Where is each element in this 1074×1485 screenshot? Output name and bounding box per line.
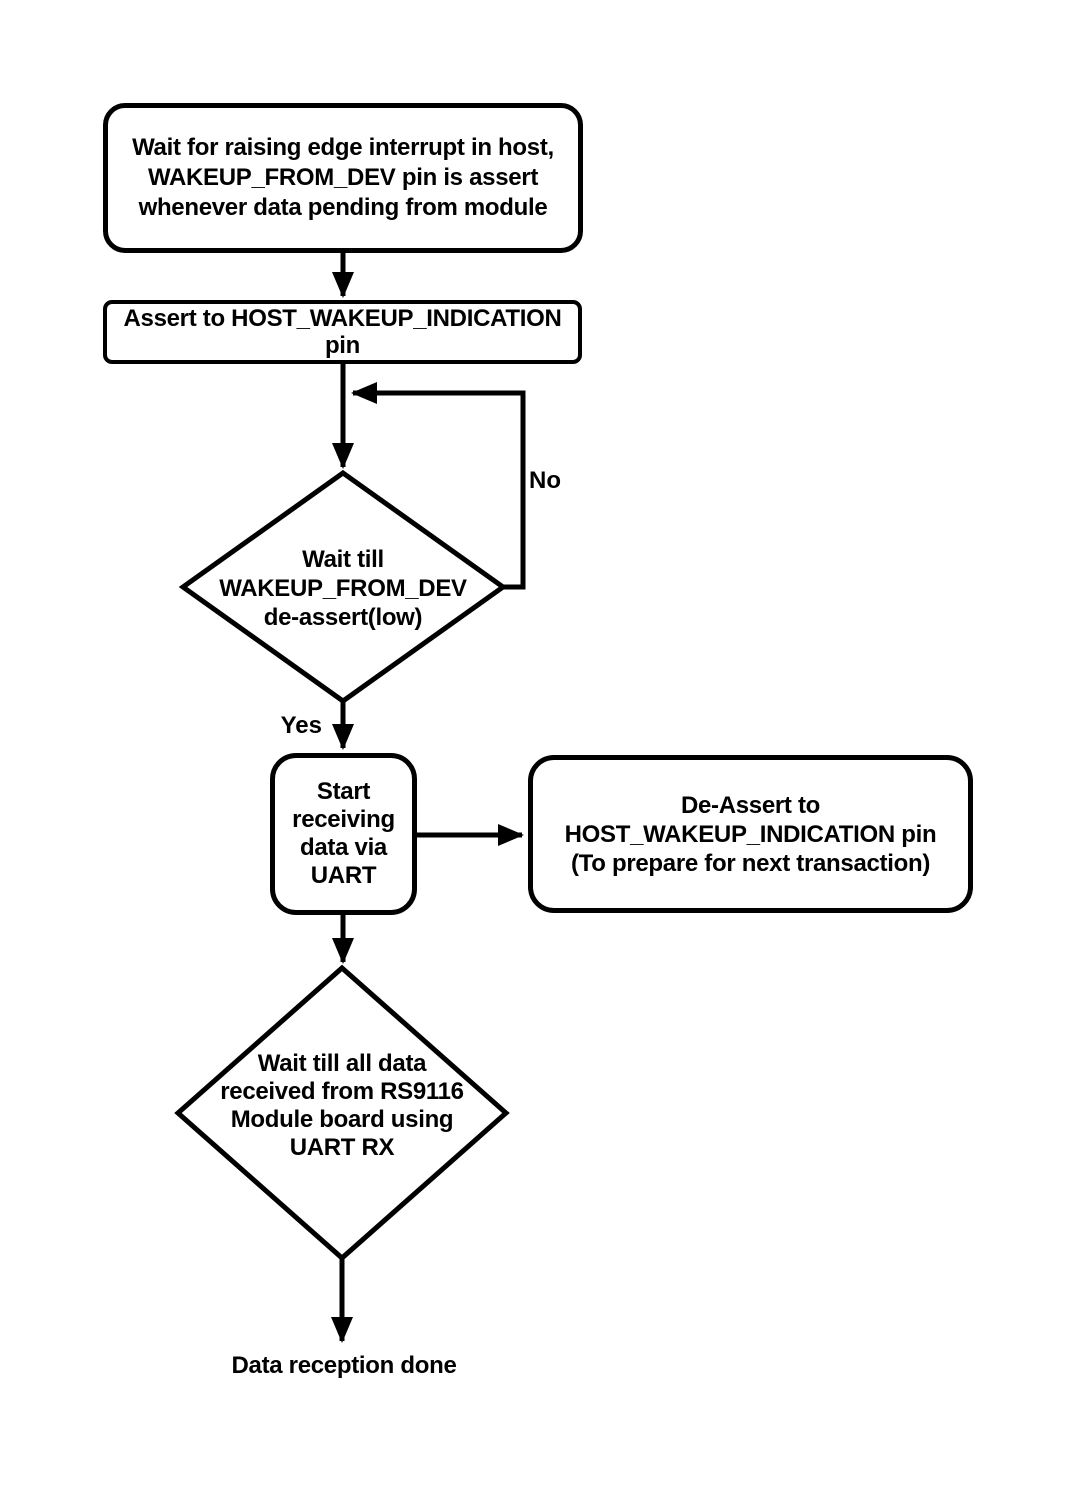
node-start-receiving: Start receiving data via UART [270,753,417,915]
node-data-reception-done: Data reception done [231,1352,457,1379]
node-deassert-pin-label: De-Assert to HOST_WAKEUP_INDICATION pin … [564,791,937,877]
edge-label-yes: Yes [280,712,322,739]
arrow-no-loopback [351,382,526,590]
node-wait-all-data-label: Wait till all data received from RS9116 … [220,1050,464,1161]
node-wait-interrupt-label: Wait for raising edge interrupt in host,… [132,134,554,221]
edge-label-no: No [529,467,561,494]
node-assert-pin: Assert to HOST_WAKEUP_INDICATION pin [103,300,582,364]
node-start-receiving-label: Start receiving data via UART [292,778,395,889]
node-assert-pin-label: Assert to HOST_WAKEUP_INDICATION pin [123,305,562,359]
decision-diamond-wait-all-data [174,964,510,1262]
decision-diamond-wait-deassert [178,469,508,705]
node-wait-deassert-label: Wait till WAKEUP_FROM_DEV de-assert(low) [219,546,467,631]
node-wait-interrupt: Wait for raising edge interrupt in host,… [103,103,583,253]
node-deassert-pin: De-Assert to HOST_WAKEUP_INDICATION pin … [528,755,973,913]
